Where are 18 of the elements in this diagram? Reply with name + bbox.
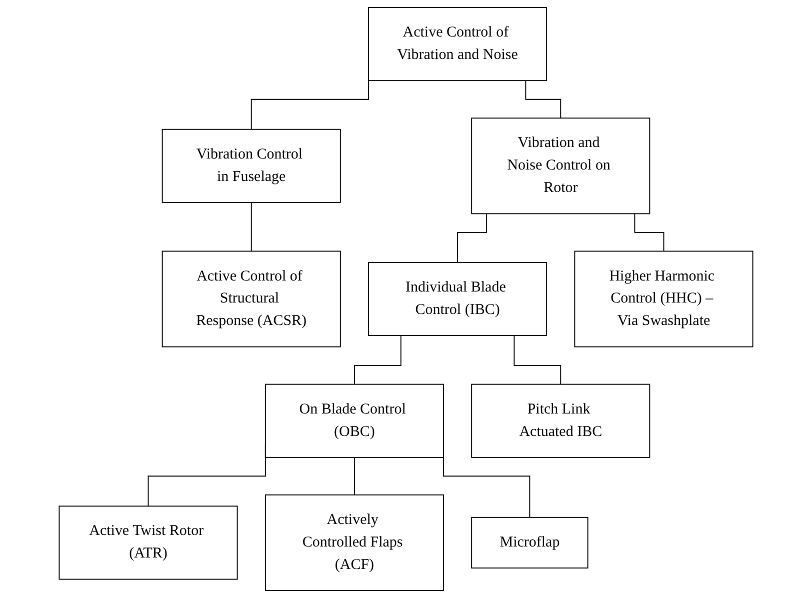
node-box: Vibration Control in Fuselage [162, 128, 341, 203]
node-box: On Blade Control (OBC) [264, 384, 444, 458]
connector [634, 213, 664, 252]
node-box: Active Twist Rotor (ATR) [58, 506, 238, 580]
connector [525, 80, 562, 119]
connector [457, 213, 488, 263]
node-box: Higher Harmonic Control (HHC) – Via Swashplate [574, 250, 754, 348]
node-box: Pitch Link Actuated IBC [471, 384, 650, 458]
node-box: Individual Blade Control (IBC) [368, 262, 548, 336]
node-box: Actively Controlled Flaps (ACF) [264, 494, 444, 591]
connector [250, 202, 252, 252]
connector [354, 456, 355, 496]
node-box: Active Control of Structural Response (ACSR) [162, 250, 341, 348]
connector [514, 335, 562, 385]
connector [354, 335, 402, 385]
node-box: Active Control of Vibration and Noise [368, 7, 548, 82]
node-box: Vibration and Noise Control on Rotor [471, 118, 650, 214]
node-box: Microflap [471, 516, 588, 568]
